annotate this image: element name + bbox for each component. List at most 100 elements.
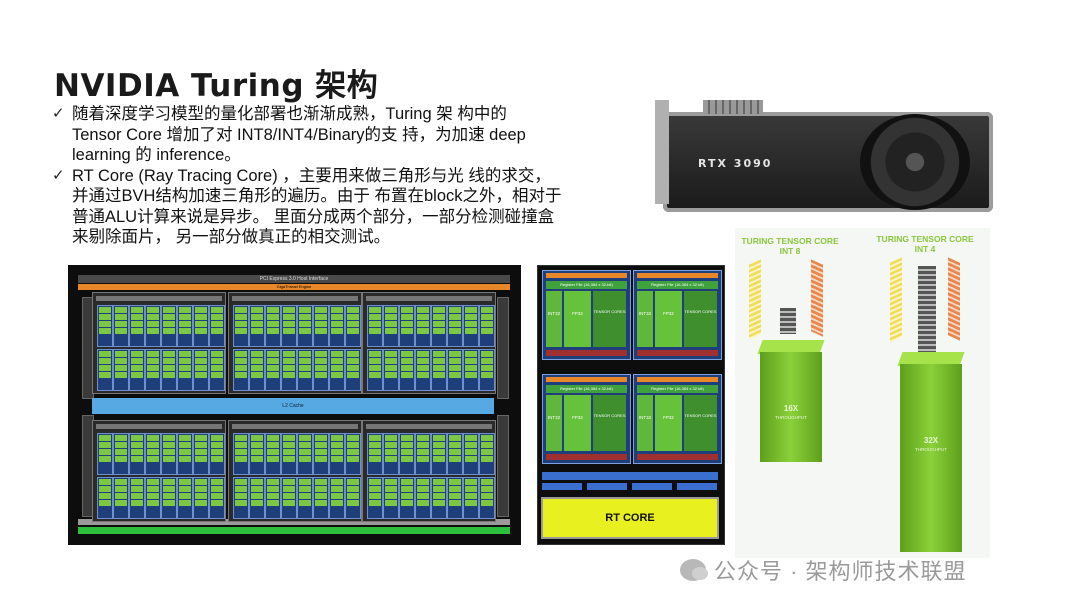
sm-unit <box>431 305 447 347</box>
bullet-item: ✓ RT Core (Ray Tracing Core) ，主要用来做三角形与光… <box>52 166 622 248</box>
tensor-core-unit: TENSOR CORES <box>684 291 717 347</box>
tex-unit <box>587 483 627 490</box>
rt-core-label: RT CORE <box>605 512 655 524</box>
sm-unit <box>129 433 145 475</box>
watermark-text: 公众号 · 架构师技术联盟 <box>714 559 967 584</box>
green-cube <box>900 364 962 552</box>
sm-unit <box>383 305 399 347</box>
sm-unit <box>161 433 177 475</box>
checkmark-icon: ✓ <box>52 166 65 184</box>
sm-unit <box>479 349 495 391</box>
highspeed-hub-bar <box>78 519 510 525</box>
sm-unit <box>281 433 297 475</box>
raster-engine-bar <box>232 296 358 301</box>
sm-unit <box>345 305 361 347</box>
sm-unit <box>113 433 129 475</box>
sm-unit <box>313 433 329 475</box>
sm-unit <box>209 305 225 347</box>
raster-engine-bar <box>232 424 358 429</box>
nvlink-bar <box>78 527 510 534</box>
sm-unit <box>97 349 113 391</box>
sm-unit <box>345 349 361 391</box>
int32-unit: INT32 <box>546 395 562 451</box>
sm-unit <box>297 349 313 391</box>
sm-unit <box>431 433 447 475</box>
sm-unit <box>97 477 113 519</box>
sm-unit <box>129 349 145 391</box>
gpc-block <box>228 292 362 394</box>
sm-unit <box>177 477 193 519</box>
wechat-icon <box>680 559 708 581</box>
sm-unit <box>145 305 161 347</box>
memory-controller <box>497 297 509 399</box>
sm-unit <box>233 305 249 347</box>
tex-unit <box>542 483 582 490</box>
gpc-block <box>92 292 226 394</box>
sm-unit <box>367 305 383 347</box>
sm-unit <box>281 349 297 391</box>
raster-engine-bar <box>96 296 222 301</box>
sm-unit <box>329 433 345 475</box>
sm-unit <box>463 477 479 519</box>
memory-controller <box>497 415 509 517</box>
sm-unit <box>145 477 161 519</box>
sm-unit <box>297 477 313 519</box>
sm-unit <box>463 433 479 475</box>
register-file: Register File (16,384 x 32-bit) <box>637 281 718 289</box>
sm-unit <box>281 305 297 347</box>
scheduler-bar <box>546 377 627 382</box>
sm-unit <box>399 305 415 347</box>
sm-unit <box>297 433 313 475</box>
sm-unit <box>129 477 145 519</box>
bullet-list: ✓ 随着深度学习模型的量化部署也渐渐成熟，Turing 架 构中的 Tensor… <box>52 104 622 248</box>
sm-unit <box>367 477 383 519</box>
sm-unit <box>383 477 399 519</box>
sm-unit <box>161 477 177 519</box>
sm-unit <box>233 477 249 519</box>
sm-unit <box>313 305 329 347</box>
l2-cache-bar: L2 Cache <box>92 398 494 414</box>
sm-unit <box>313 477 329 519</box>
sm-unit <box>447 349 463 391</box>
sm-unit <box>249 349 265 391</box>
sm-unit <box>193 477 209 519</box>
sm-unit <box>249 477 265 519</box>
sm-unit <box>113 477 129 519</box>
sm-unit <box>367 433 383 475</box>
int32-unit: INT32 <box>637 395 653 451</box>
sm-unit <box>161 305 177 347</box>
host-interface-bar: PCI Express 3.0 Host Interface <box>78 275 510 283</box>
sm-unit <box>415 349 431 391</box>
gpc-block <box>362 292 496 394</box>
sm-unit <box>479 433 495 475</box>
sm-quadrant: Register File (16,384 x 32-bit) INT32 FP… <box>633 270 722 360</box>
sm-unit <box>145 349 161 391</box>
gigathread-bar: GigaThread Engine <box>78 284 510 290</box>
sm-unit <box>193 305 209 347</box>
sm-unit <box>209 433 225 475</box>
sm-unit <box>383 433 399 475</box>
sm-unit <box>193 349 209 391</box>
sm-quadrant: Register File (16,384 x 32-bit) INT32 FP… <box>633 374 722 464</box>
sm-unit <box>177 305 193 347</box>
sm-unit <box>97 305 113 347</box>
tex-unit <box>677 483 717 490</box>
sm-unit <box>329 305 345 347</box>
gpc-block <box>362 420 496 522</box>
sm-unit <box>447 305 463 347</box>
sm-unit <box>281 477 297 519</box>
sm-unit <box>249 433 265 475</box>
sm-unit <box>129 305 145 347</box>
raster-engine-bar <box>96 424 222 429</box>
gray-matrix <box>780 308 796 334</box>
gpc-block <box>228 420 362 522</box>
sm-unit <box>345 433 361 475</box>
sm-unit <box>415 477 431 519</box>
green-cube <box>760 352 822 462</box>
scheduler-bar <box>637 273 718 278</box>
sm-quadrant: Register File (16,384 x 32-bit) INT32 FP… <box>542 374 631 464</box>
slide-title: NVIDIA Turing 架构 <box>54 68 379 104</box>
sm-unit <box>161 349 177 391</box>
sm-unit <box>233 433 249 475</box>
